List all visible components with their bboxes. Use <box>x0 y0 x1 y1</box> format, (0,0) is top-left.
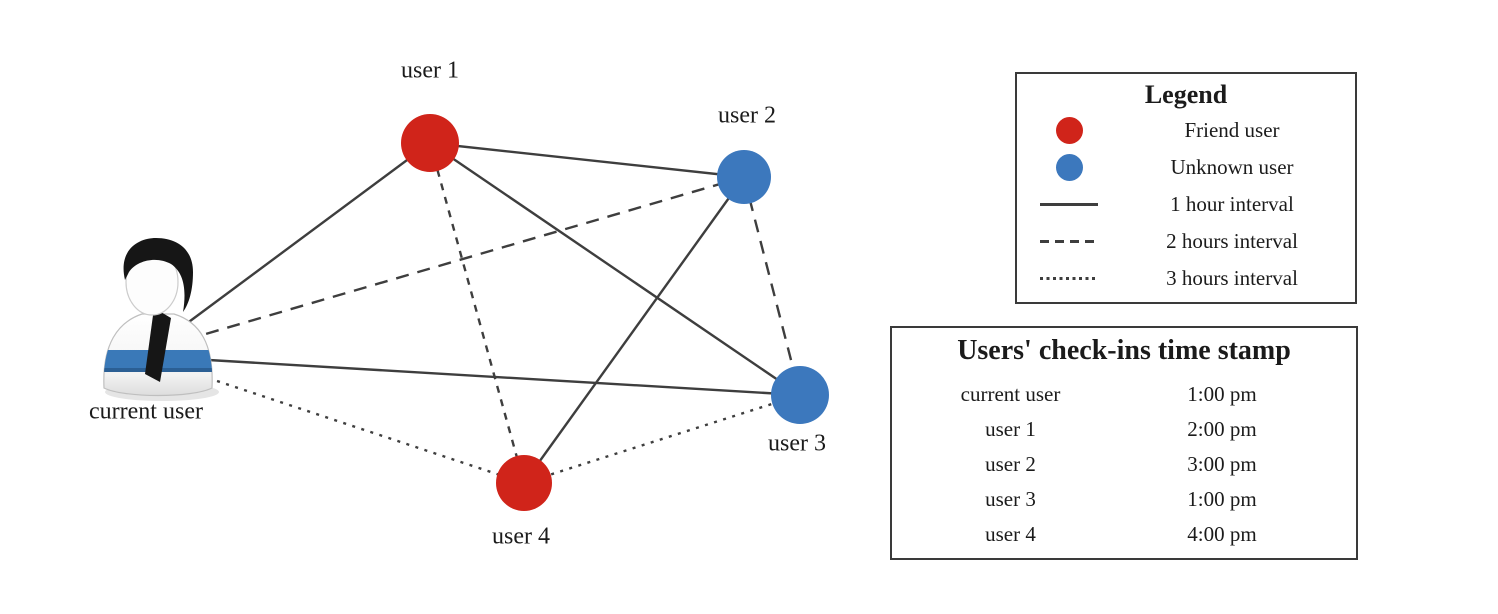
checkins-time: 4:00 pm <box>1187 522 1257 546</box>
edges-layer <box>174 141 802 485</box>
dotted-line-swatch <box>1040 277 1098 280</box>
legend-label-1hour: 1 hour interval <box>1170 192 1294 216</box>
checkins-user: user 1 <box>985 417 1036 441</box>
checkins-row: user 2 3:00 pm <box>892 447 1356 482</box>
checkins-row: current user 1:00 pm <box>892 377 1356 412</box>
icon-tie <box>145 308 171 382</box>
edge-current_user-user3-solid <box>174 356 801 397</box>
edge-user4-user3-dotted <box>523 393 801 485</box>
checkins-user: user 4 <box>985 522 1036 546</box>
legend-label-2hours: 2 hours interval <box>1166 229 1298 253</box>
node-user2 <box>717 150 771 204</box>
legend-item-unknown: Unknown user <box>1017 149 1355 186</box>
node-label-current_user: current user <box>89 399 203 425</box>
edge-current_user-user2-dashed <box>184 175 745 342</box>
legend-item-1hour: 1 hour interval <box>1017 186 1355 223</box>
current-user-icon <box>103 238 219 401</box>
friend-node-swatch <box>1055 117 1083 144</box>
edge-user1-user4-dashed <box>428 142 526 484</box>
checkins-time: 3:00 pm <box>1187 452 1257 476</box>
icon-hair <box>123 238 193 312</box>
legend-label-unknown: Unknown user <box>1170 155 1294 179</box>
checkins-user: current user <box>960 382 1061 406</box>
dashed-line-swatch <box>1040 240 1098 243</box>
legend-item-3hours: 3 hours interval <box>1017 260 1355 297</box>
edge-current_user-user1-solid <box>177 142 431 331</box>
node-user4 <box>496 455 552 511</box>
node-label-user2: user 2 <box>718 103 776 129</box>
legend-title: Legend <box>1144 80 1228 109</box>
nodes-layer <box>401 114 829 511</box>
legend-label-friend: Friend user <box>1184 118 1280 142</box>
solid-line-swatch <box>1040 203 1098 206</box>
legend-panel: Legend Friend user Unknown user 1 hour i… <box>1015 72 1357 304</box>
node-label-user1: user 1 <box>401 58 459 84</box>
checkins-row: user 1 2:00 pm <box>892 412 1356 447</box>
legend-item-2hours: 2 hours interval <box>1017 223 1355 260</box>
unknown-node-swatch <box>1055 154 1083 181</box>
edge-user2-user3-dashed <box>742 176 802 396</box>
checkins-user: user 3 <box>985 487 1036 511</box>
checkins-title: Users' check-ins time stamp <box>957 335 1291 366</box>
legend-item-friend: Friend user <box>1017 112 1355 149</box>
checkins-time: 2:00 pm <box>1187 417 1257 441</box>
checkins-time: 1:00 pm <box>1187 382 1257 406</box>
node-label-user4: user 4 <box>492 524 550 550</box>
legend-label-3hours: 3 hours interval <box>1166 266 1298 290</box>
edge-user2-user4-solid <box>523 176 745 484</box>
node-label-user3: user 3 <box>768 431 826 457</box>
edge-user1-user2-solid <box>429 141 745 179</box>
node-labels-layer: current user user 1 user 2 user 3 user 4 <box>89 58 826 550</box>
checkins-row: user 4 4:00 pm <box>892 517 1356 552</box>
edge-current_user-user4-dotted <box>189 370 525 485</box>
checkins-panel: Users' check-ins time stamp current user… <box>890 326 1358 560</box>
node-user3 <box>771 366 829 424</box>
checkins-user: user 2 <box>985 452 1036 476</box>
edge-user1-user3-solid <box>429 142 801 396</box>
node-user1 <box>401 114 459 172</box>
checkins-time: 1:00 pm <box>1187 487 1257 511</box>
checkins-row: user 3 1:00 pm <box>892 482 1356 517</box>
